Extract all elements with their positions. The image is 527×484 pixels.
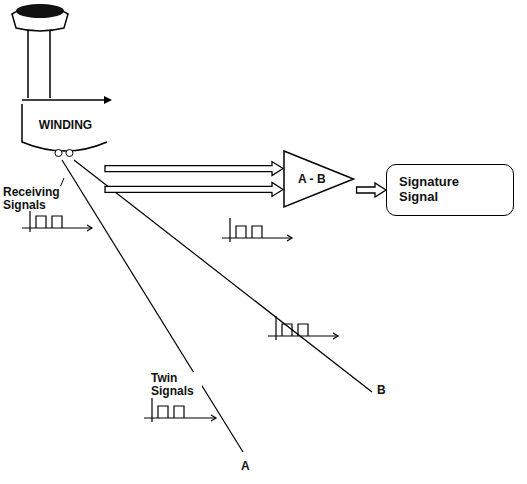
- lead-wire-a: [62, 160, 243, 452]
- node-text: A - B: [298, 172, 326, 186]
- axis-arrow: [211, 415, 216, 421]
- signal-label: Receiving Signals: [2, 186, 66, 211]
- probe-shaft: [28, 30, 50, 98]
- node-text: WINDING: [39, 118, 92, 132]
- lead-wire-b: [74, 160, 372, 392]
- hollow-arrow: [357, 183, 386, 197]
- hollow-arrow: [105, 182, 283, 196]
- pulse-waveform: [22, 208, 92, 232]
- axis-arrow: [87, 225, 92, 231]
- node-text: Signature Signal: [399, 175, 469, 205]
- terminal-label: A: [240, 460, 251, 473]
- terminal-label: B: [376, 384, 387, 397]
- probe-cap: [12, 5, 68, 31]
- subtractor-triangle: A - B: [283, 150, 355, 208]
- winding-top: [22, 99, 110, 101]
- pulse-waveform: [268, 316, 338, 340]
- probe-cap-top: [16, 4, 64, 18]
- pulse-waveform: [144, 398, 216, 422]
- winding-cup: WINDING: [18, 100, 113, 156]
- axis-arrow: [287, 235, 292, 241]
- pulse-waveform: [222, 218, 292, 242]
- axis-arrow: [333, 333, 338, 339]
- winding-arrowhead: [104, 96, 112, 104]
- output-box: Signature Signal: [386, 164, 514, 216]
- hollow-arrow: [105, 162, 283, 176]
- signal-label: Twin Signals: [150, 372, 202, 397]
